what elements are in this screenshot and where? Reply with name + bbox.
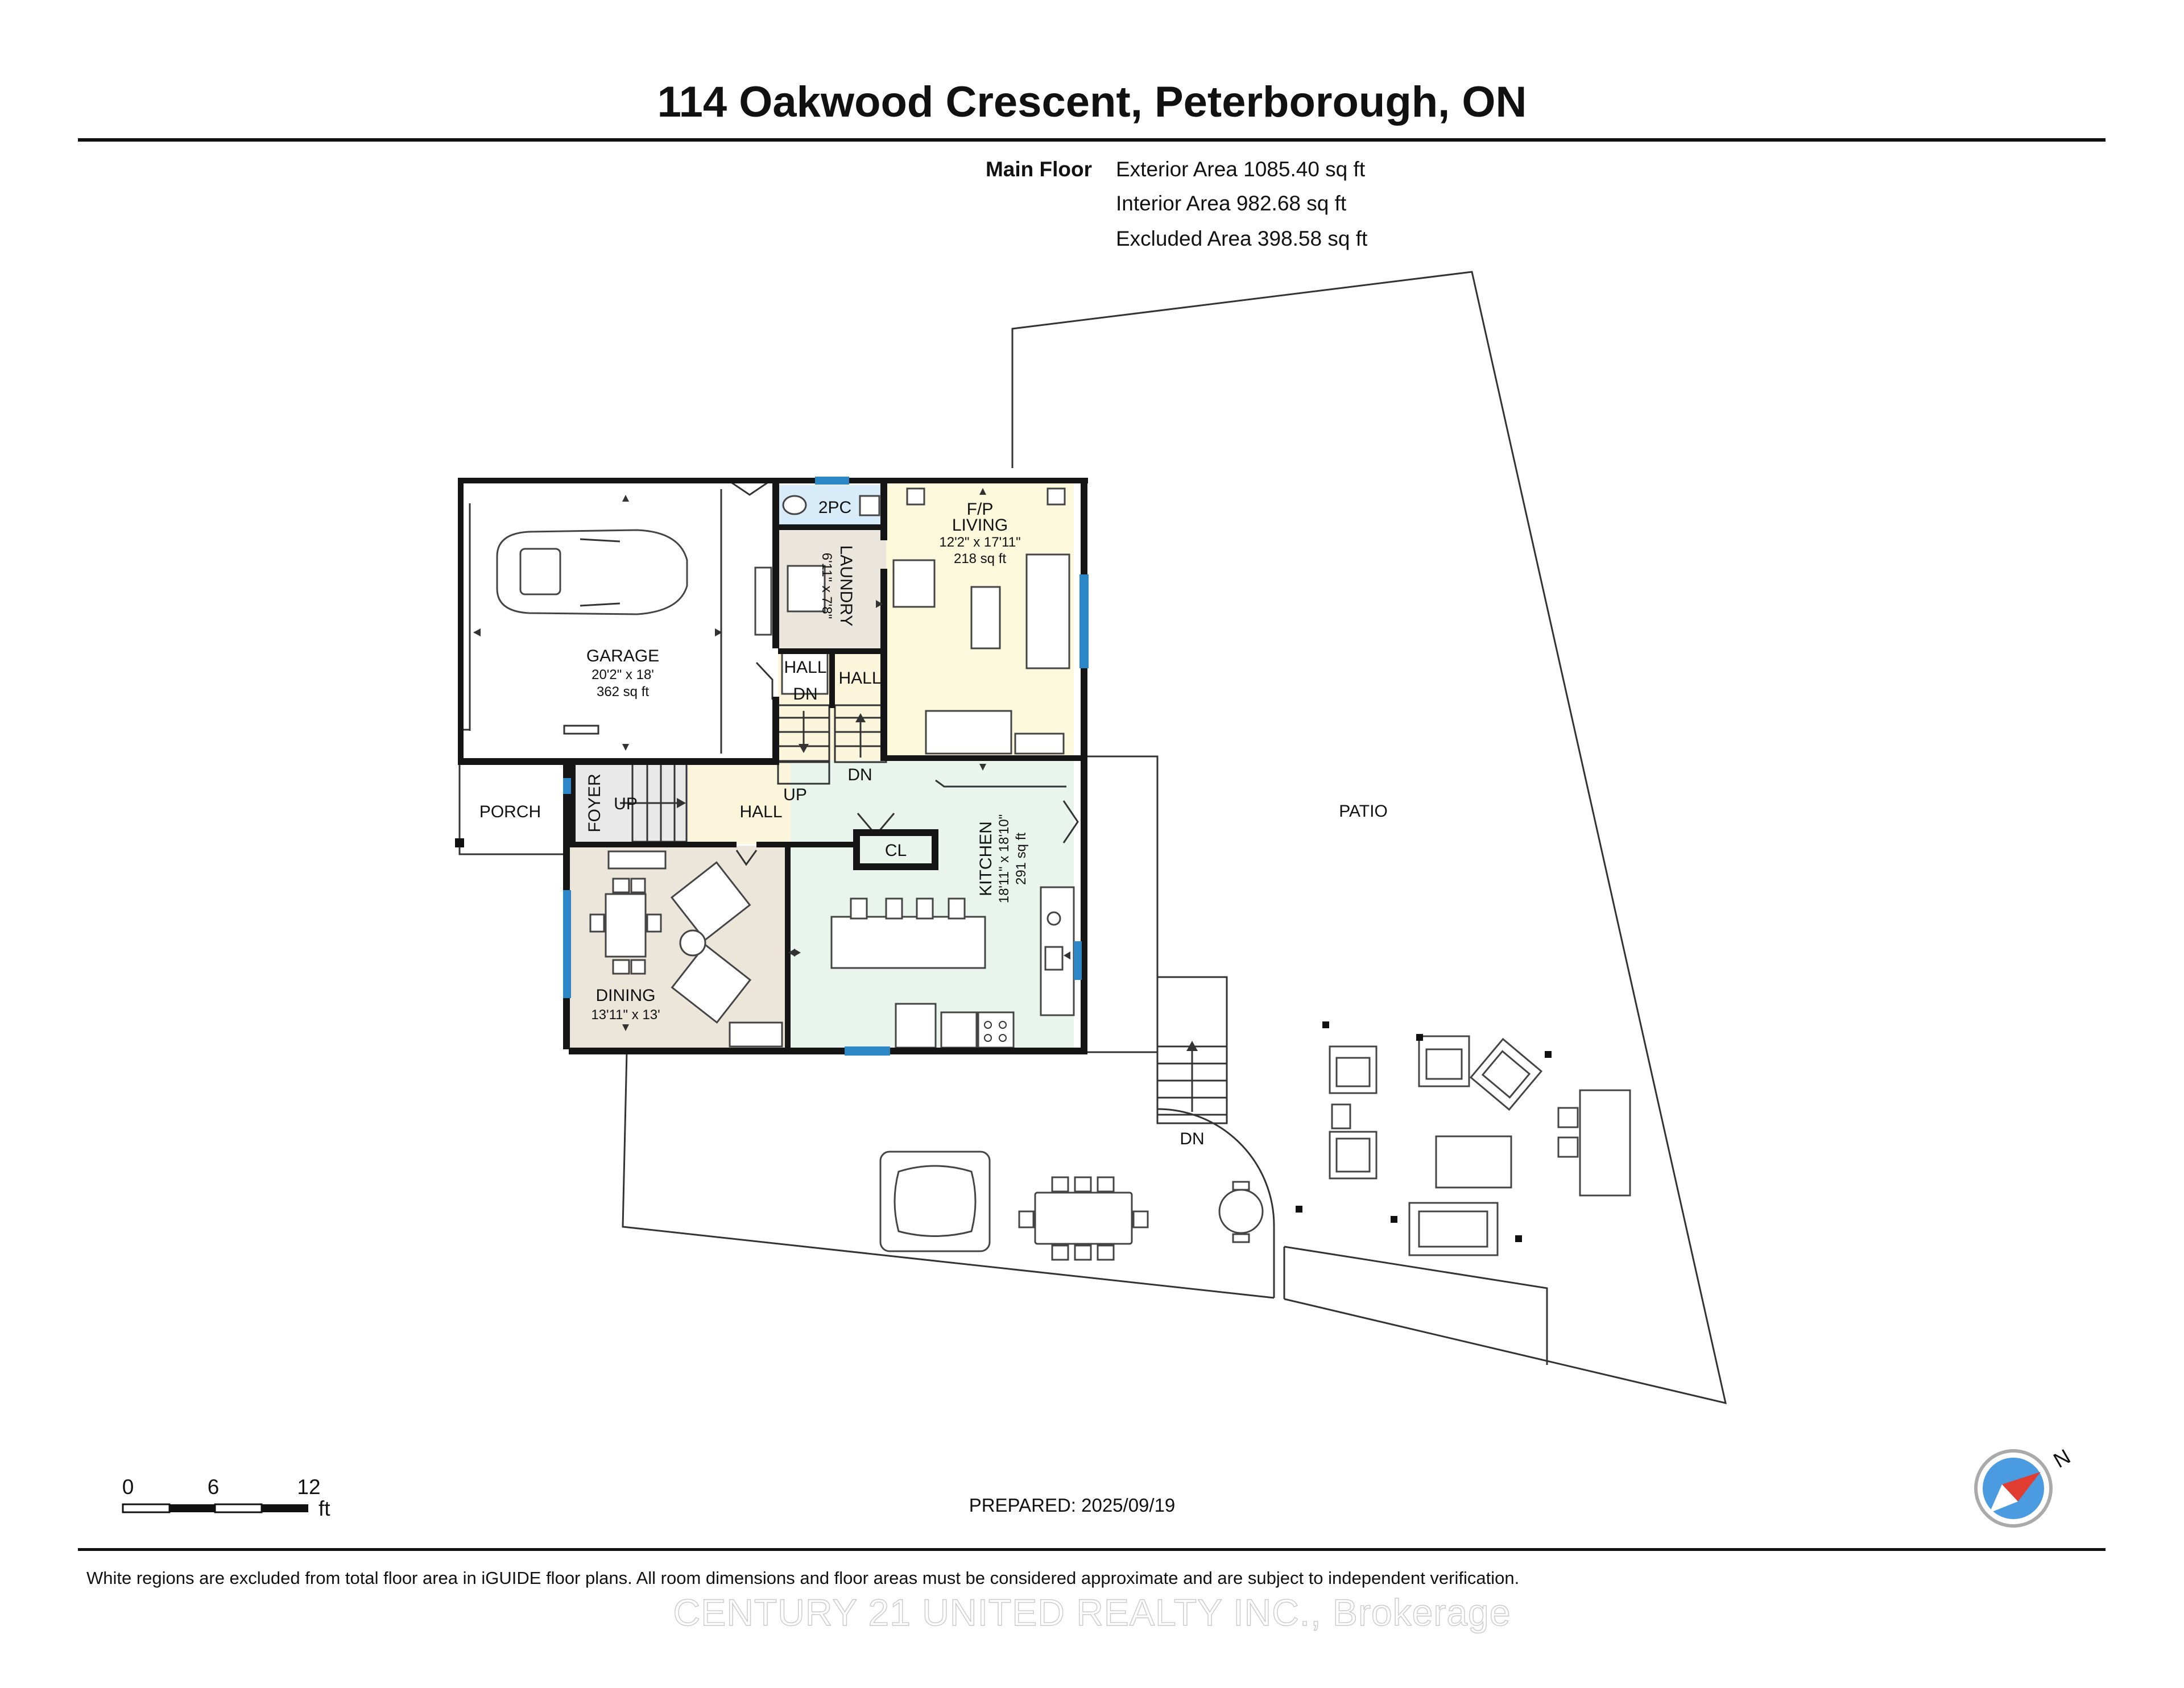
living-area: 218 sq ft: [954, 551, 1006, 566]
header-rule: [78, 138, 2106, 142]
garage-area: 362 sq ft: [597, 684, 649, 700]
exterior-area: Exterior Area 1085.40 sq ft: [1116, 158, 1366, 181]
closet-label: CL: [885, 841, 907, 860]
kitchen-fixtures: [830, 779, 1075, 1049]
patio-label: PATIO: [1339, 802, 1388, 821]
garage-fixtures: [460, 489, 722, 754]
stairs-dn-small: DN: [793, 685, 817, 704]
footer-rule: [78, 1548, 2106, 1551]
patio-dining-set: [1018, 1176, 1149, 1261]
living-dims: 12'2" x 17'11": [939, 535, 1020, 550]
patio-lounge-set: [1296, 1021, 1631, 1256]
walls: [458, 478, 1088, 1054]
hot-tub: [879, 1151, 991, 1252]
dining-furniture: [589, 850, 783, 1048]
stairs-up-mid: UP: [783, 785, 807, 804]
foyer-label: FOYER: [585, 773, 604, 832]
watermark: CENTURY 21 UNITED REALTY INC., Brokerage: [673, 1591, 1511, 1633]
garage-label: GARAGE: [586, 647, 659, 665]
interior-area: Interior Area 982.68 sq ft: [1116, 192, 1347, 215]
dining-label: DINING: [596, 986, 656, 1005]
hall-right-label: HALL: [838, 669, 881, 688]
garage-car: [496, 529, 688, 615]
floor-label: Main Floor: [986, 158, 1092, 181]
scale-tick-6: 6: [208, 1475, 220, 1499]
compass-icon: N: [1974, 1445, 2075, 1528]
laundry-label: LAUNDRY: [837, 545, 855, 627]
footer-note: White regions are excluded from total fl…: [86, 1568, 1519, 1588]
dining-dims: 13'11" x 13': [591, 1007, 660, 1023]
scale-bar: 0 6 12 ft: [122, 1475, 330, 1520]
stairs-dn-mid: DN: [847, 766, 872, 784]
laundry-dims: 6'11" x 7'8": [819, 553, 834, 619]
porch-label: PORCH: [479, 802, 541, 821]
direction-markers: [473, 488, 1070, 1031]
excluded-area: Excluded Area 398.58 sq ft: [1116, 227, 1368, 250]
living-label: LIVING: [952, 516, 1008, 535]
scale-tick-0: 0: [122, 1475, 134, 1499]
prepared-date: PREPARED: 2025/09/19: [969, 1495, 1176, 1516]
living-fp-label: F/P: [967, 500, 994, 519]
kitchen-dims: 18'11" x 18'10": [996, 814, 1012, 904]
hall-main-label: HALL: [739, 802, 782, 821]
bathroom-fixtures: [782, 495, 880, 516]
laundry-fixtures: [754, 565, 829, 695]
windows: [563, 477, 1089, 1056]
kitchen-area: 291 sq ft: [1014, 833, 1029, 885]
stairs-up-foyer: UP: [614, 795, 638, 813]
scale-unit: ft: [318, 1497, 330, 1520]
patio-round-table: [1218, 1181, 1264, 1243]
hall-small-label: HALL: [784, 658, 826, 677]
patio-stairs: [1157, 1041, 1227, 1116]
twopc-label: 2PC: [818, 498, 851, 517]
stairs-dn-patio: DN: [1180, 1130, 1204, 1148]
compass-north-label: N: [2050, 1445, 2075, 1472]
garage-dims: 20'2" x 18': [592, 667, 654, 682]
page-title: 114 Oakwood Crescent, Peterborough, ON: [657, 78, 1527, 126]
patio-outline: [622, 271, 1727, 1405]
living-furniture: [892, 487, 1070, 755]
kitchen-label: KITCHEN: [977, 821, 995, 896]
scale-tick-12: 12: [297, 1475, 320, 1499]
